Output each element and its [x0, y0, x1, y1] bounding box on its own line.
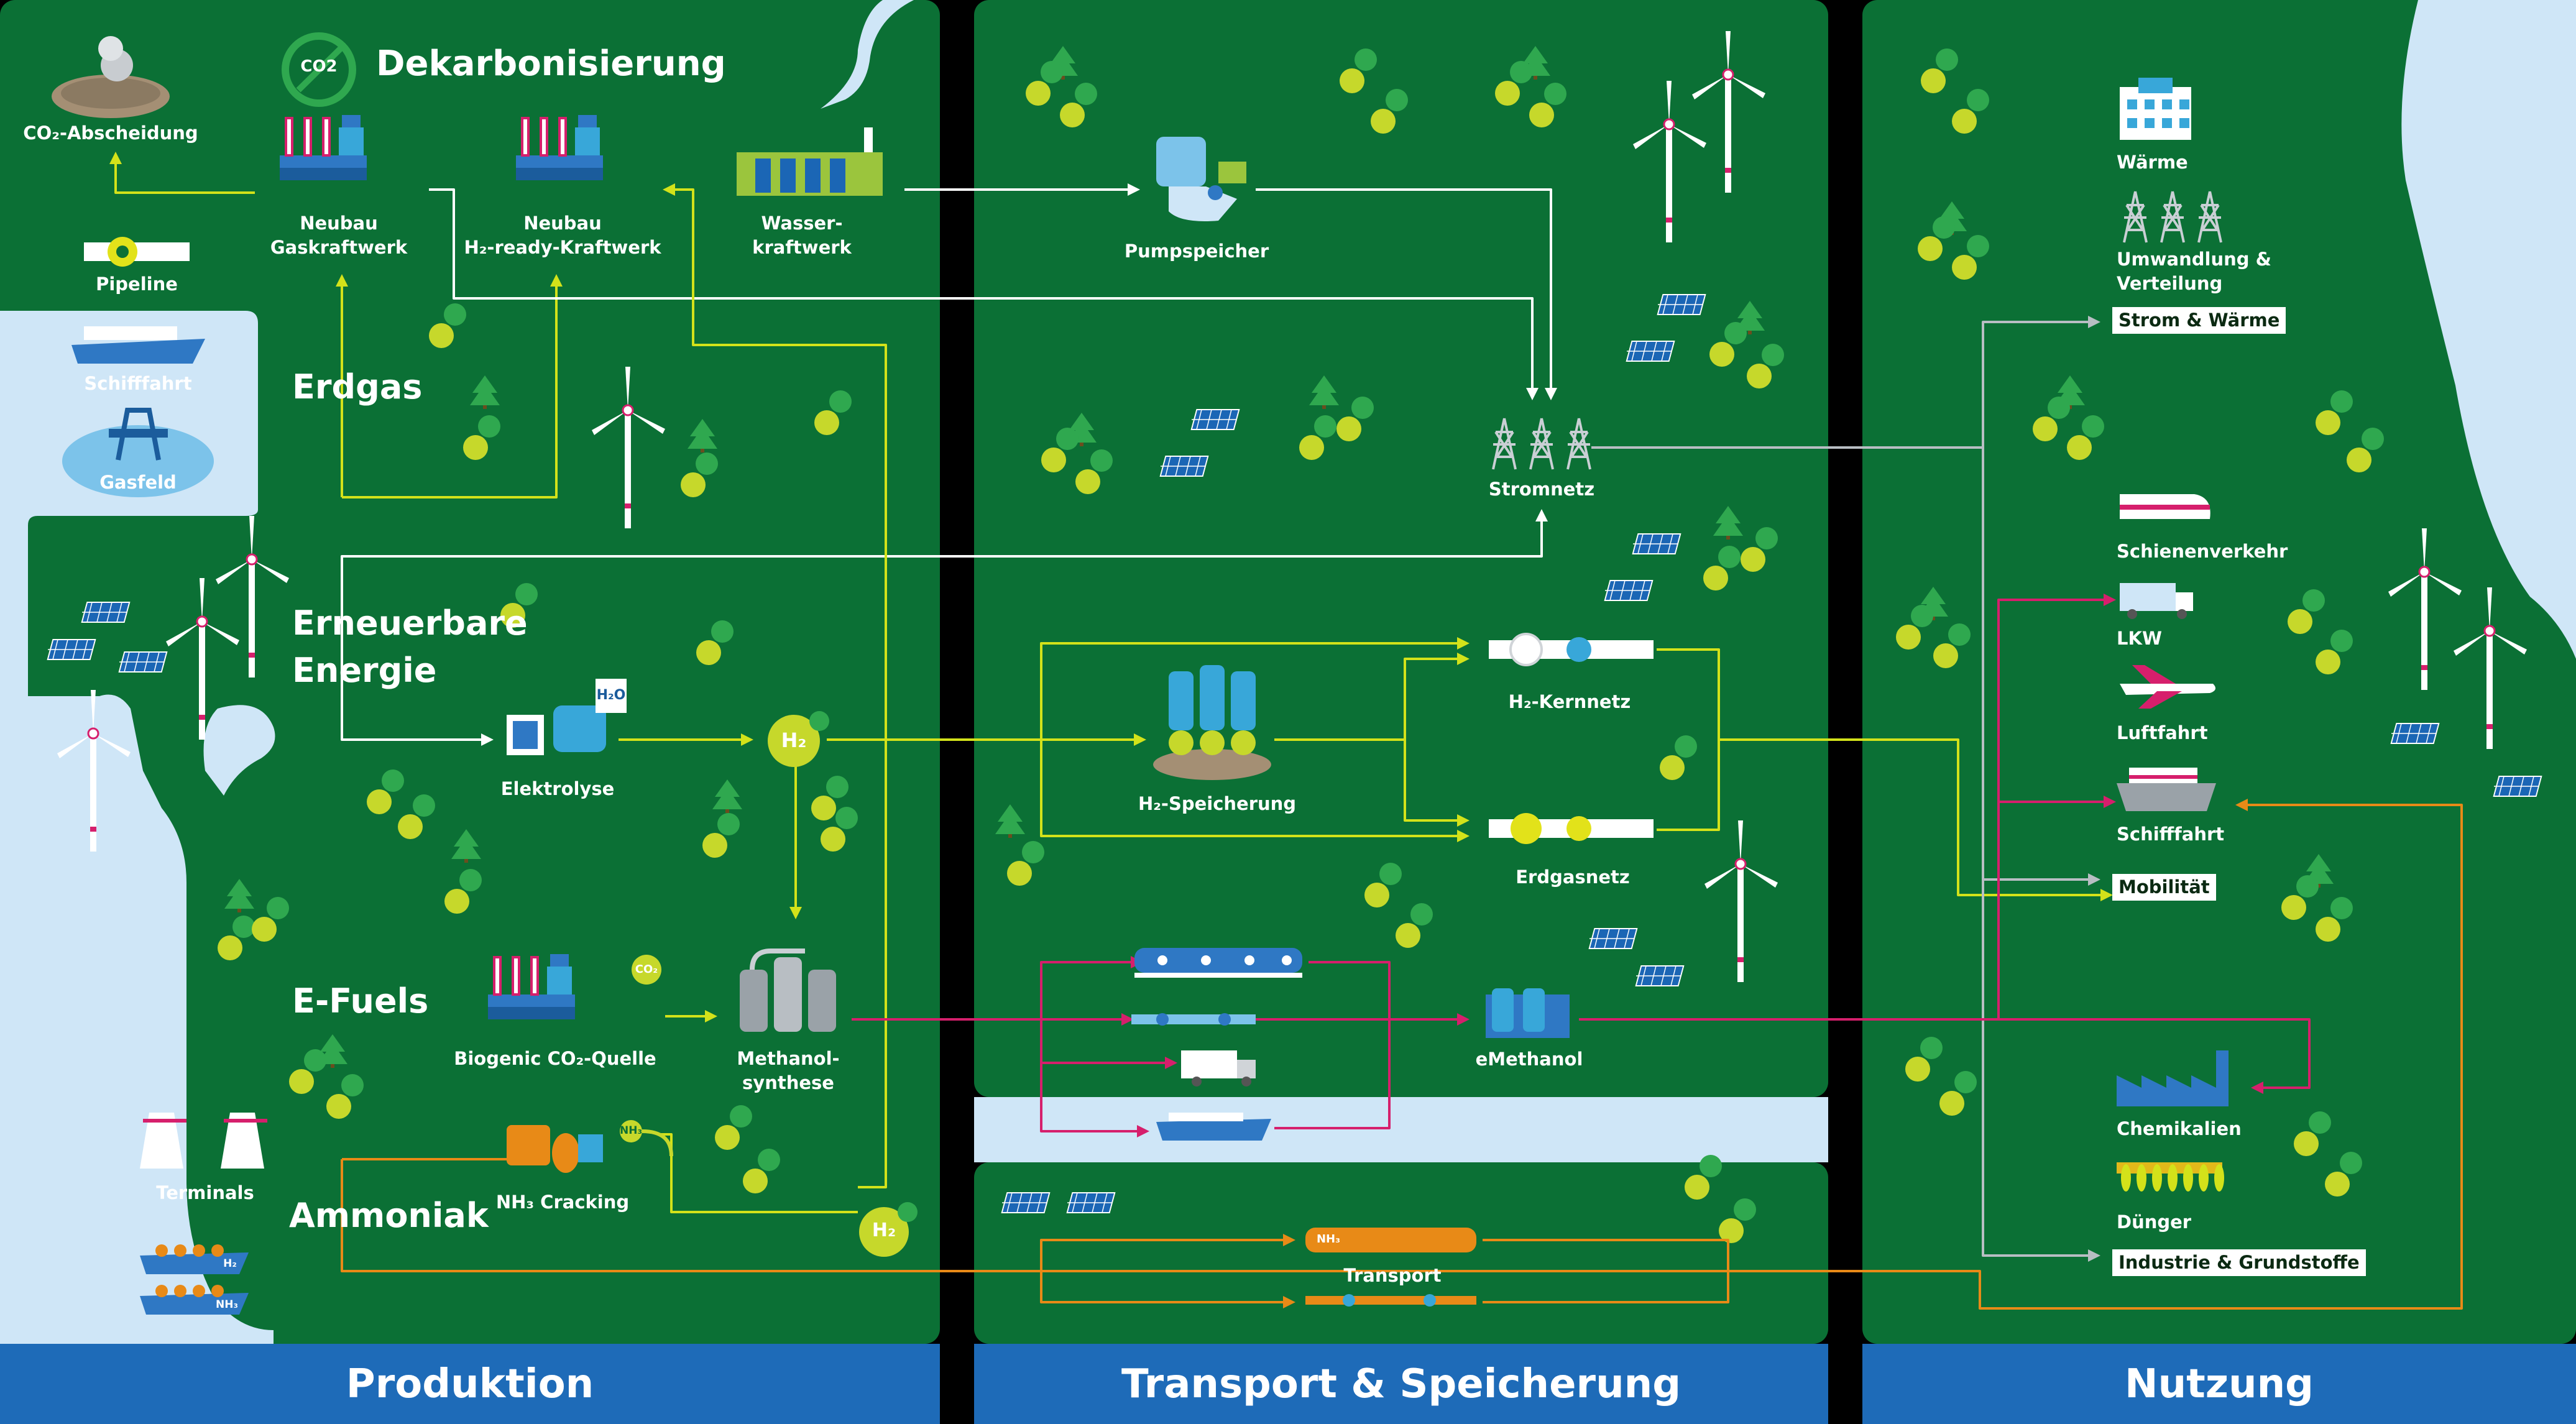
label-duenger: Dünger — [2117, 1211, 2192, 1233]
chemikalien-icon — [2117, 1050, 2229, 1106]
ship-icon — [71, 326, 205, 364]
heading-erdgas: Erdgas — [292, 367, 423, 407]
schifffahrt-nutzung-icon — [2117, 768, 2216, 811]
label-gasfeld: Gasfeld — [99, 472, 177, 493]
heading-erneuerbare: Erneuerbare Energie — [292, 604, 528, 690]
nutzung-panel — [1862, 0, 2576, 1344]
label-emethanol: eMethanol — [1475, 1049, 1583, 1070]
label-h2-speicherung: H₂-Speicherung — [1138, 793, 1297, 814]
label-terminals: Terminals — [156, 1182, 254, 1203]
gasfeld-icon — [62, 408, 214, 497]
label-schifffahrt-nutzung: Schifffahrt — [2117, 824, 2225, 845]
label-neubau-gaskraftwerk: Neubau Gaskraftwerk — [270, 213, 408, 259]
pipeline-icon — [84, 237, 190, 267]
label-chemikalien: Chemikalien — [2117, 1118, 2242, 1139]
label-nh3-tank: NH₃ — [1316, 1233, 1341, 1246]
flow-lines — [109, 152, 2463, 1310]
co2-small-icon — [632, 955, 661, 985]
transport-train-icon — [1134, 948, 1302, 978]
emethanol-icon — [1486, 988, 1570, 1038]
h2-ammoniak-icon — [859, 1202, 918, 1257]
pumpspeicher-icon — [1156, 137, 1246, 221]
label-lkw: LKW — [2117, 628, 2162, 649]
nh3-cracking-icon — [507, 1120, 673, 1173]
ship-transport-icon — [1156, 1113, 1271, 1141]
heading-e-fuels: E-Fuels — [292, 981, 429, 1021]
category-strom-waerme: Strom & Wärme — [2112, 307, 2286, 334]
duenger-icon — [2117, 1162, 2224, 1192]
label-neubau-h2-ready: Neubau H₂-ready-Kraftwerk — [464, 213, 661, 259]
label-ship-nh3: NH₃ — [216, 1298, 238, 1311]
lkw-icon — [2120, 583, 2193, 619]
page-title: Dekarbonisierung — [376, 44, 726, 84]
footer-transport — [974, 1344, 1828, 1424]
section-nutzung: Nutzung — [2125, 1361, 2314, 1407]
nh3-transport-icon — [1305, 1228, 1476, 1307]
label-nh3-cracking: NH₃ Cracking — [495, 1192, 630, 1213]
section-transport: Transport & Speicherung — [1121, 1361, 1681, 1407]
wasserkraftwerk-icon — [737, 127, 883, 196]
h2-node-icon — [768, 711, 829, 767]
ship-nh3-icon — [140, 1285, 249, 1315]
elektrolyse-icon — [507, 679, 627, 755]
section-produktion: Produktion — [346, 1361, 594, 1407]
label-wasserkraftwerk: Wasser- kraftwerk — [752, 213, 852, 259]
label-biogenic: Biogenic CO₂-Quelle — [454, 1048, 656, 1069]
category-mobilitaet: Mobilität — [2112, 874, 2216, 901]
co2-symbol-icon — [282, 32, 356, 107]
label-h2o: H₂O — [596, 687, 626, 703]
luftfahrt-icon — [2120, 665, 2215, 709]
co2-abscheidung-icon — [52, 36, 170, 118]
label-h2-node: H₂ — [781, 728, 807, 752]
label-ship-h2: H₂ — [223, 1257, 237, 1270]
label-co2-abscheidung: CO₂-Abscheidung — [23, 122, 198, 144]
truck-icon — [1181, 1050, 1256, 1086]
erdgasnetz-icon — [1489, 813, 1654, 844]
label-pipeline: Pipeline — [96, 273, 178, 295]
gaskraftwerk-icon — [278, 114, 368, 181]
footer-produktion — [0, 1344, 940, 1424]
label-umwandlung: Umwandlung & Verteilung — [2117, 249, 2271, 295]
waerme-icon — [2120, 78, 2191, 140]
produktion-panel — [0, 0, 940, 1344]
label-elektrolyse: Elektrolyse — [500, 778, 615, 799]
ship-h2-icon — [140, 1244, 249, 1274]
h2-kernnetz-icon — [1489, 633, 1654, 666]
label-co2-small: CO₂ — [635, 963, 658, 976]
label-transport: Transport — [1343, 1265, 1442, 1286]
label-waerme: Wärme — [2117, 152, 2188, 173]
label-luftfahrt: Luftfahrt — [2117, 722, 2208, 743]
label-h2-ammoniak: H₂ — [872, 1220, 896, 1241]
methanolsynthese-icon — [740, 949, 836, 1032]
category-industrie: Industrie & Grundstoffe — [2112, 1249, 2366, 1276]
label-schienenverkehr: Schienenverkehr — [2117, 541, 2288, 562]
pipeline-blue-icon — [1131, 1013, 1256, 1026]
heading-ammoniak: Ammoniak — [289, 1196, 489, 1235]
transport-panel — [974, 0, 1828, 1344]
label-methanolsynthese: Methanol- synthese — [737, 1048, 840, 1094]
label-nh3-small: NH₃ — [620, 1124, 642, 1137]
h2-ready-kraftwerk-icon — [515, 114, 604, 181]
footer-nutzung — [1862, 1344, 2576, 1424]
label-erdgasnetz: Erdgasnetz — [1516, 866, 1630, 888]
co2-symbol-label: CO2 — [300, 57, 338, 76]
terminals-icon — [140, 1113, 267, 1169]
label-h2-kernnetz: H₂-Kernnetz — [1508, 691, 1631, 712]
biogenic-co2-icon — [487, 953, 576, 1021]
label-pumpspeicher: Pumpspeicher — [1124, 241, 1269, 262]
label-stromnetz: Stromnetz — [1488, 479, 1595, 500]
label-schifffahrt-produktion: Schifffahrt — [84, 373, 192, 394]
h2-speicherung-icon — [1153, 665, 1271, 780]
schienenverkehr-icon — [2120, 494, 2210, 519]
